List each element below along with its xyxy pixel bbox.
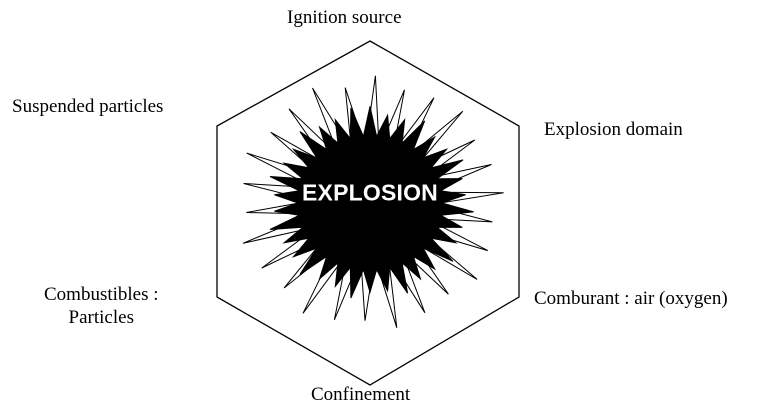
label-combustibles-line2: Particles — [68, 307, 134, 328]
label-combustibles: Combustibles : Particles — [44, 283, 159, 329]
label-combustibles-line1: Combustibles : — [44, 284, 159, 305]
label-ignition-source: Ignition source — [287, 7, 402, 28]
label-comburant: Comburant : air (oxygen) — [534, 288, 728, 309]
label-explosion-domain: Explosion domain — [544, 119, 683, 140]
explosion-burst-shape — [269, 106, 474, 299]
explosion-burst — [269, 106, 474, 299]
explosion-center-label: EXPLOSION — [302, 179, 438, 206]
label-confinement: Confinement — [311, 384, 411, 405]
label-suspended-particles: Suspended particles — [12, 96, 164, 117]
